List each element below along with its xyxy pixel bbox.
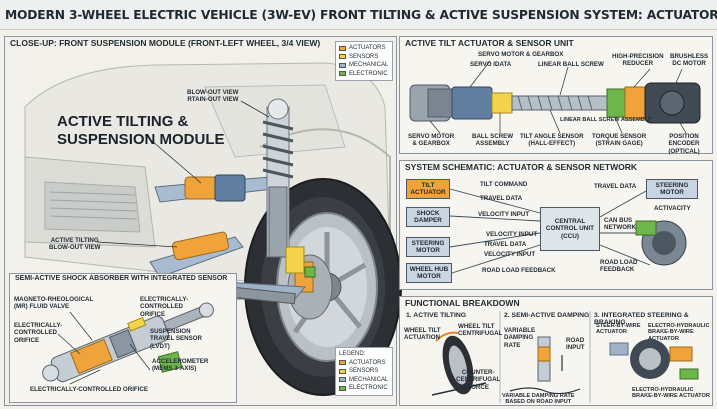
shock-panel: SEMI-ACTIVE SHOCK ABSORBER WITH INTEGRAT… xyxy=(9,273,237,403)
counter-centrifugal-label: COUNTER- CENTRIFUGAL FORCE xyxy=(456,369,501,391)
signal-velocity-input-1: VELOCITY INPUT xyxy=(478,211,530,218)
wheel-tilt-centrifugal-label: WHEEL TILT CENTRIFUGAL xyxy=(458,323,503,338)
linear-ball-screw-label: LINEAR BALL SCREW xyxy=(538,61,604,68)
electronic-swatch xyxy=(339,385,346,391)
mr-valve-label: MAGNETO-RHEOLOGICAL (MR) FLUID VALVE xyxy=(14,296,94,311)
legend-top: ACTUATORS SENSORS MECHANICAL ELECTRONIC xyxy=(335,41,393,81)
functional-illustration xyxy=(431,311,699,403)
closeup-title: CLOSE-UP: FRONT SUSPENSION MODULE (FRONT… xyxy=(10,38,321,48)
torque-sensor-label: TORQUE SENSOR (STRAIN GAGE) xyxy=(592,133,647,148)
steer-by-wire-label: STEER-BY-WIRE ACTUATOR xyxy=(596,323,641,336)
legend-label: ACTUATORS xyxy=(349,359,386,366)
variable-damping-label: VARIABLE DAMPING RATE xyxy=(504,327,536,349)
legend-item-sensors: SENSORS xyxy=(339,367,389,376)
sensor-swatch xyxy=(339,54,346,60)
actuator-panel: ACTIVE TILT ACTUATOR & SENSOR UNIT SERVO… xyxy=(399,36,713,155)
actuator-illustration xyxy=(409,60,701,134)
steering-motor-right-box: STEERING MOTOR xyxy=(646,179,698,199)
road-load-feedback-right: ROAD LOAD FEEDBACK xyxy=(600,259,638,274)
brake-by-wire-bottom-label: ELECTRO-HYDRAULIC BRAKE-BY-WIRE ACTUATOR xyxy=(632,387,710,400)
schematic-panel: SYSTEM SCHEMATIC: ACTUATOR & SENSOR NETW… xyxy=(399,160,713,290)
activacity-label: ACTIVACITY xyxy=(654,205,691,212)
section-active-tilting-heading: 1. ACTIVE TILTING xyxy=(406,312,467,319)
signal-travel-data-1: TRAVEL DATA xyxy=(480,195,523,202)
actuator-swatch xyxy=(339,45,346,51)
road-input-label: ROAD INPUT xyxy=(566,337,585,352)
tilt-actuator-box: TILT ACTUATOR xyxy=(406,179,450,199)
schematic-title: SYSTEM SCHEMATIC: ACTUATOR & SENSOR NETW… xyxy=(405,162,638,172)
damping-rate-road-label: VARIABLE DAMPING RATE BASED ON ROAD INPU… xyxy=(502,393,575,406)
signal-velocity-input-2: VELOCITY INPUT xyxy=(486,231,538,238)
schematic-wires xyxy=(449,188,687,274)
shock-title: SEMI-ACTIVE SHOCK ABSORBER WITH INTEGRAT… xyxy=(15,275,228,282)
mechanical-swatch xyxy=(339,377,346,383)
accelerometer-label: ACCELEROMETER (MEMS 3-AXIS) xyxy=(152,358,209,373)
legend-label: SENSORS xyxy=(349,53,379,60)
active-tilting-label: ACTIVE TILTING BLOW-OUT VIEW xyxy=(49,237,101,252)
functional-title: FUNCTIONAL BREAKDOWN xyxy=(405,298,520,308)
lvdt-label: SUSPENSION TRAVEL SENSOR (LVDT) xyxy=(150,328,203,350)
legend-item-mechanical: MECHANICAL xyxy=(339,376,389,385)
legend-bottom: LEGEND: ACTUATORS SENSORS MECHANICAL ELE… xyxy=(335,347,393,396)
steering-motor-box: STEERING MOTOR xyxy=(406,237,450,257)
section-damping-heading: 2. SEMI-ACTIVE DAMPING xyxy=(504,312,590,319)
legend-label: SENSORS xyxy=(349,368,379,375)
sensor-swatch xyxy=(339,368,346,374)
servo-gearbox-top-label: SERVO MOTOR & GEARBOX xyxy=(478,51,564,58)
signal-travel-data-3: TRAVEL DATA xyxy=(594,183,637,190)
blowout-view-label: BLOW-OUT VIEW RTAIN-OUT VIEW xyxy=(187,89,239,104)
servo-idata-label: SERVO IDATA xyxy=(470,61,512,68)
position-encoder-label: POSITION ENCODER (OPTICAL) xyxy=(668,133,700,155)
functional-panel: FUNCTIONAL BREAKDOWN 1. ACTIVE TILTING 2… xyxy=(399,296,713,406)
ball-screw-bottom-label: BALL SCREW ASSEMBLY xyxy=(472,133,514,148)
page-title: MODERN 3-WHEEL ELECTRIC VEHICLE (3W-EV) … xyxy=(0,0,717,30)
legend-item-actuators: ACTUATORS xyxy=(339,44,389,53)
bldc-motor-label: BRUSHLESS DC MOTOR xyxy=(670,53,709,68)
mechanical-swatch xyxy=(339,62,346,68)
shock-illustration xyxy=(42,302,214,385)
legend-item-sensors: SENSORS xyxy=(339,53,389,62)
ball-screw-assembly-label: LINEAR BALL SCREW ASSEMBLY xyxy=(560,117,652,123)
legend-item-electronic: ELECTRONIC xyxy=(339,384,389,393)
legend-item-actuators: ACTUATORS xyxy=(339,359,389,368)
actuator-title: ACTIVE TILT ACTUATOR & SENSOR UNIT xyxy=(405,38,574,48)
wheel-hub-motor-box: WHEEL HUB MOTOR xyxy=(406,263,452,283)
can-bus-label: CAN BUS NETWORK xyxy=(604,217,636,232)
legend-label: ACTUATORS xyxy=(349,45,386,52)
shock-damper-box: SHOCK DAMPER xyxy=(406,207,450,227)
legend-label: ELECTRONIC xyxy=(349,385,388,392)
electronic-swatch xyxy=(339,71,346,77)
brake-by-wire-top-label: ELECTRO-HYDRAULIC BRAKE-BY-WIRE ACTUATOR xyxy=(648,323,710,342)
orifice-label-1: ELECTRICALLY- CONTROLLED ORIFICE xyxy=(140,296,189,318)
legend-heading: LEGEND: xyxy=(339,351,366,358)
legend-label: MECHANICAL xyxy=(349,62,389,69)
section-steering-heading: 3. INTEGRATED STEERING & BRAKING xyxy=(594,312,689,327)
signal-velocity-input-3: VELOCITY INPUT xyxy=(484,251,536,258)
suspension-illustration xyxy=(24,62,402,396)
signal-travel-data-2: TRAVEL DATA xyxy=(484,241,527,248)
closeup-panel: CLOSE-UP: FRONT SUSPENSION MODULE (FRONT… xyxy=(4,36,402,406)
actuator-swatch xyxy=(339,360,346,366)
legend-label: MECHANICAL xyxy=(349,376,389,383)
reducer-label: HIGH-PRECISION REDUCER xyxy=(612,53,664,68)
signal-road-load-feedback: ROAD LOAD FEEDBACK xyxy=(482,267,556,274)
legend-item-mechanical: MECHANICAL xyxy=(339,61,389,70)
module-label: ACTIVE TILTING & SUSPENSION MODULE xyxy=(57,113,225,148)
ccu-box[interactable]: CENTRAL CONTROL UNIT (CCU) xyxy=(540,207,600,251)
signal-tilt-command: TILT COMMAND xyxy=(480,181,528,188)
legend-item-electronic: ELECTRONIC xyxy=(339,70,389,79)
orifice-label-3: ELECTRICALLY-CONTROLLED ORIFICE xyxy=(30,386,149,393)
orifice-label-2: ELECTRICALLY- CONTROLLED ORIFICE xyxy=(14,322,63,344)
tilt-sensor-label: TILT ANGLE SENSOR (HALL-EFFECT) xyxy=(520,133,584,148)
servo-gearbox-bottom-label: SERVO MOTOR & GEARBOX xyxy=(408,133,455,148)
legend-label: ELECTRONIC xyxy=(349,70,388,77)
wheel-tilt-actuation-label: WHEEL TILT ACTUATION xyxy=(404,327,441,342)
